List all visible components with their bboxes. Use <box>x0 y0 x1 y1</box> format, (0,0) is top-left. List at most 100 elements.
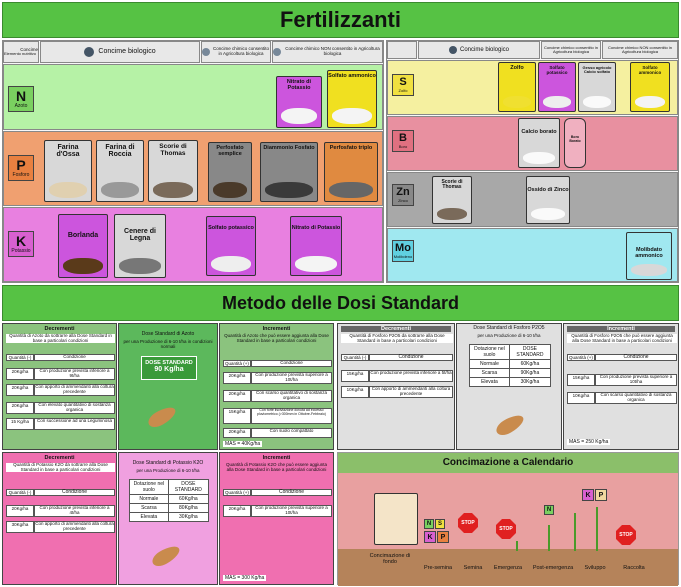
plant-icon <box>574 513 576 551</box>
calendar-panel: Concimazione a Calendario N S K P STOP S… <box>337 452 679 586</box>
n-dec-sub: Quantità di Azoto da sottrarre alla Dose… <box>6 333 115 344</box>
right-col-bio-label: Concime biologico <box>459 46 510 53</box>
bag-scorie-thomas: Scorie di Thomas <box>148 140 198 202</box>
element-mo-name: Molibdeno <box>393 254 413 259</box>
tag-p: P <box>437 531 449 543</box>
bag-farina-ossa: Farina d'Ossa <box>44 140 92 202</box>
stop-sign-icon: STOP <box>458 513 478 533</box>
tag-n: N <box>424 519 434 529</box>
stop-sign-icon: STOP <box>616 525 636 545</box>
potassium-incrementi-panel: Incrementi Quantità di Potassio K2O che … <box>219 452 334 585</box>
title-banner: Fertilizzanti <box>2 2 679 38</box>
allowed-seal-icon <box>202 48 210 56</box>
bag-solfato-ammonico: Solfato ammonico <box>327 70 377 128</box>
p-inc-header: Quantità (+)Condizione <box>567 354 677 362</box>
phosphorus-incrementi-panel: Incrementi Quantità di Fosforo P2O5 che … <box>563 323 679 450</box>
left-col-allowed-label: Concime chimico consentito in Agricoltur… <box>212 46 270 56</box>
fertilizer-sack-icon <box>374 493 418 545</box>
stage-semina: Semina <box>463 565 483 571</box>
k-dec-sub: Quantità di Potassio K2O da sottrarre al… <box>6 462 115 473</box>
element-b-name: Boro <box>398 144 408 149</box>
left-col-allowed: Concime chimico consentito in Agricoltur… <box>201 41 271 63</box>
right-corner <box>387 41 417 59</box>
element-zn-symbol: Zn <box>396 186 410 198</box>
n-std-title: Dose Standard di Azoto <box>141 331 195 337</box>
n-inc-header: Quantità (+)Condizione <box>223 360 332 367</box>
n-dec-header: Quantità (-)Condizione <box>6 354 115 361</box>
n-inc-sub: Quantità di Azoto che può essere aggiunt… <box>224 333 329 343</box>
p-dec-header: Quantità (-)Condizione <box>341 354 453 362</box>
stage-sviluppo: Sviluppo <box>584 565 606 571</box>
element-n: N Azoto <box>8 86 34 112</box>
phosphorus-standard-panel: Dose Standard di Fosforo P2O5 per una Pr… <box>456 323 562 450</box>
element-p-symbol: P <box>16 157 26 173</box>
corner-top-label: Concime <box>20 46 38 52</box>
bag-gesso: Gesso agricolo Calcio solfato <box>578 62 616 112</box>
k-inc-sub: Quantità di Potassio K2O che può essere … <box>225 462 328 472</box>
tag-p-late: P <box>595 489 607 501</box>
bag-solfato-ammonico-s: Solfato ammonico <box>630 62 670 112</box>
bag-calcio-borato: Calcio borato <box>518 118 560 168</box>
bag-scorie-thomas-zn: Scorie di Thomas <box>432 176 472 224</box>
k-std-title: Dose Standard di Potassio K2O <box>132 460 204 466</box>
potassium-standard-panel: Dose Standard di Potassio K2O per una Pr… <box>118 452 218 585</box>
right-col-bio: Concime biologico <box>418 41 540 59</box>
element-mo-symbol: Mo <box>395 242 411 254</box>
phosphorus-decrementi-panel: Decrementi Quantità di Fosforo P2O5 da s… <box>337 323 455 450</box>
right-col-allowed: Concime chimico consentito in Agricoltur… <box>541 41 601 59</box>
element-zn-name: Zinco <box>398 198 408 203</box>
k-dec-header: Quantità (-)Condizione <box>6 489 115 497</box>
plant-icon <box>516 541 518 551</box>
p-inc-title: Incrementi <box>567 326 675 332</box>
stop-sign-icon: STOP <box>496 519 516 539</box>
p-std-sub: per una Produzione di 6-10 t/ha <box>477 333 541 338</box>
p-mas: MAS = 250 Kg/ha <box>567 439 611 445</box>
bag-cenere-legna: Cenere di Legna <box>114 214 166 278</box>
element-s-name: Zolfo <box>398 88 408 93</box>
calendar-ground <box>338 549 678 586</box>
p-dec-sub: Quantità di Fosforo P2O5 da sottrarre al… <box>341 333 453 344</box>
stage-post-emergenza: Post-emergenza <box>532 565 574 571</box>
element-n-symbol: N <box>15 88 27 104</box>
calendar-title: Concimazione a Calendario <box>338 453 678 473</box>
bag-nitrato-potassio: Nitrato di Potassio <box>276 76 322 128</box>
element-s-symbol: S <box>399 76 407 88</box>
seed-icon <box>145 403 179 431</box>
n-std-value: 90 Kg/ha <box>154 366 184 373</box>
nitrogen-standard-panel: Dose Standard di Azoto per una Produzion… <box>118 323 218 450</box>
n-std-box: DOSE STANDARD 90 Kg/ha <box>141 356 197 380</box>
tag-n-late: N <box>544 505 554 515</box>
right-col-allowed-label: Concime chimico consentito in Agricoltur… <box>543 44 599 54</box>
seed-icon <box>493 411 527 439</box>
k-inc-title: Incrementi <box>262 455 291 461</box>
bag-ossido-zinco: Ossido di Zinco <box>526 176 570 224</box>
k-inc-header: Quantità (+)Condizione <box>223 489 332 497</box>
p-dot-h2: DOSE STANDARD <box>508 344 552 360</box>
left-corner: Concime Elemento nutritivo <box>3 41 39 63</box>
stage-concimazione-fondo: Concimazione di fondo <box>369 553 411 565</box>
n-std-box-label: DOSE STANDARD <box>145 360 193 366</box>
bag-diammonio-fosfato: Diammonio Fosfato <box>260 142 318 202</box>
n-dec-title: Decrementi <box>44 326 75 332</box>
p-inc-sub: Quantità di Fosforo P2O5 che può essere … <box>567 333 677 344</box>
row-azoto <box>3 64 383 130</box>
